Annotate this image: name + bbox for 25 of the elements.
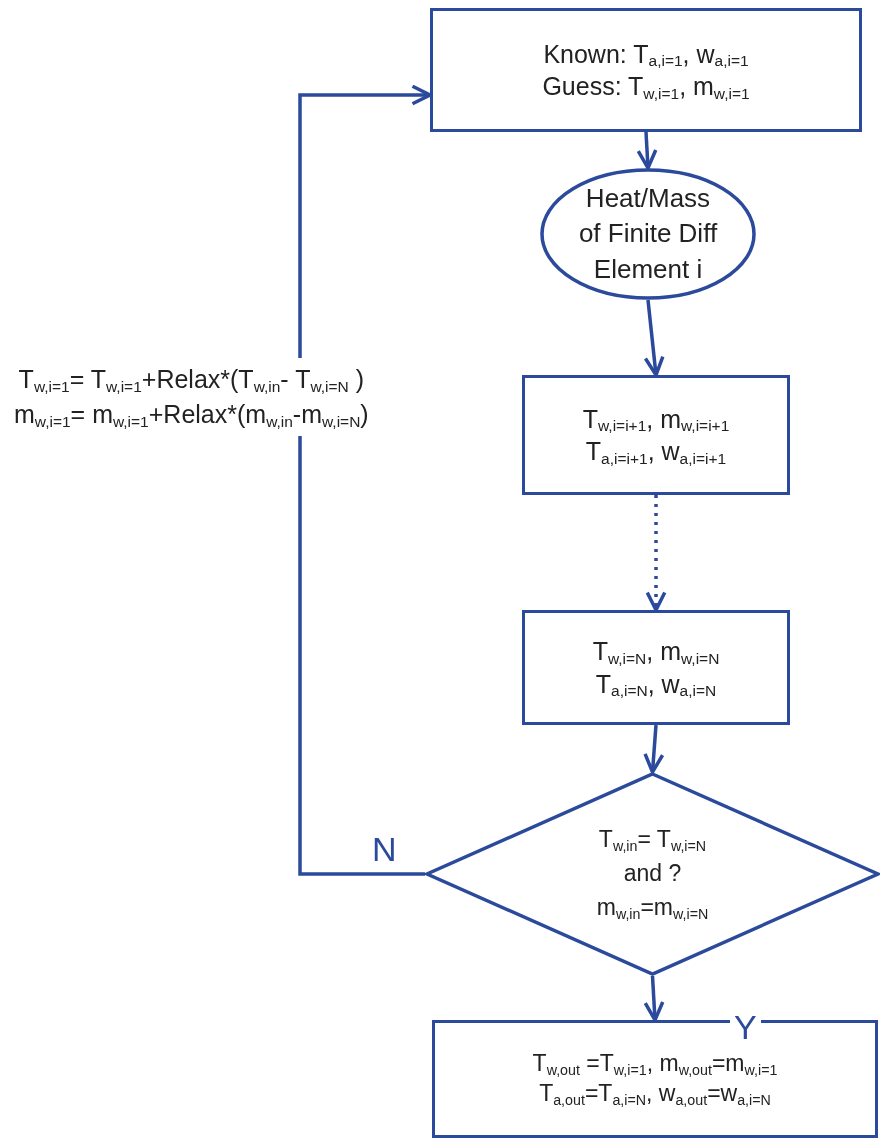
node-text: T$_{a,i=i+1}$, w$_{a,i=i+1}$ bbox=[585, 436, 727, 468]
decision-diamond bbox=[425, 772, 880, 976]
arrow bbox=[643, 975, 665, 1022]
process-box bbox=[522, 375, 790, 495]
arrow bbox=[298, 84, 432, 876]
node-text: T$_{w,out}$ =T$_{w,i=1}$, m$_{w,out}$=m$_{w,i=1}$ bbox=[532, 1049, 778, 1079]
node-text: T$_{a,out}$=T$_{a,i=N}$, w$_{a,out}$=w$_{a,i=N}$ bbox=[539, 1079, 771, 1109]
node-text: T$_{a,i=N}$, w$_{a,i=N}$ bbox=[595, 668, 717, 700]
node-text: T$_{w,in}$= T$_{w,i=N}$ bbox=[598, 825, 707, 856]
arrow bbox=[643, 724, 665, 774]
process-box bbox=[522, 610, 790, 725]
node-text: T$_{w,i=i+1}$, m$_{w,i=i+1}$ bbox=[582, 403, 730, 435]
formula-text: T$_{w,i=1}$= T$_{w,i=1}$+Relax*(T$_{w,in}$- T$_{w,i=N}$ ) bbox=[18, 364, 365, 397]
node-text: Guess: T$_{w,i=1}$, m$_{w,i=1}$ bbox=[542, 71, 750, 103]
process-box bbox=[430, 8, 862, 132]
process-ellipse bbox=[540, 168, 756, 300]
node-text: Heat/Mass of Finite Diff Element i bbox=[577, 182, 719, 286]
arrow bbox=[636, 131, 658, 170]
arrow bbox=[643, 299, 665, 377]
arrow bbox=[645, 495, 667, 612]
formula-text: m$_{w,i=1}$= m$_{w,i=1}$+Relax*(m$_{w,in}$-m$_{w,i=N}$) bbox=[14, 399, 369, 432]
node-text: Known: T$_{a,i=1}$, w$_{a,i=1}$ bbox=[543, 38, 749, 70]
node-text: m$_{w,in}$=m$_{w,i=N}$ bbox=[596, 892, 709, 923]
node-text: T$_{w,i=N}$, m$_{w,i=N}$ bbox=[592, 636, 720, 668]
node-text: and ? bbox=[623, 859, 682, 889]
